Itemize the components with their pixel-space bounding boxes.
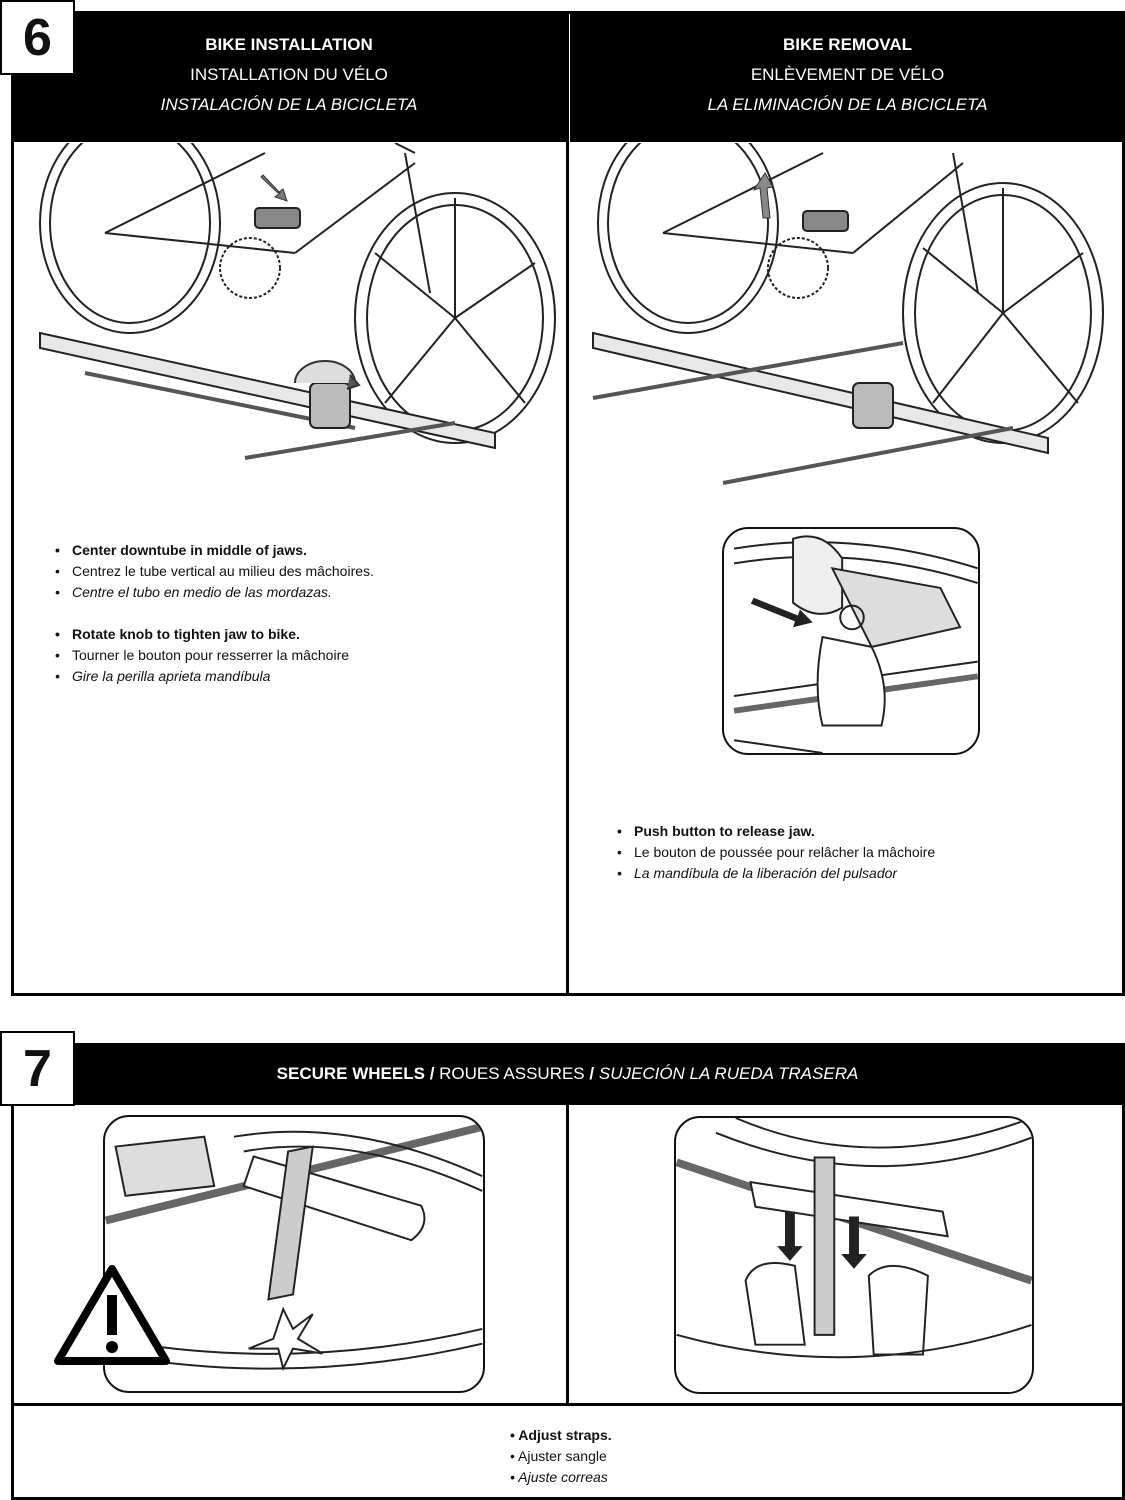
title-separator: / xyxy=(589,1064,595,1083)
release-arrow-icon xyxy=(750,597,813,628)
instruction-item: Rotate knob to tighten jaw to bike. xyxy=(55,624,545,645)
instruction-item: Center downtube in middle of jaws. xyxy=(55,540,545,561)
step7-horizontal-divider xyxy=(11,1403,1125,1406)
installation-title-fr: INSTALLATION DU VÉLO xyxy=(190,65,388,84)
instruction-item: Centrez le tube vertical au milieu des m… xyxy=(55,561,545,582)
step7-title-en: SECURE WHEELS xyxy=(276,1064,425,1083)
step6-header-left xyxy=(11,11,567,142)
step7-title-es: SUJECIÓN LA RUEDA TRASERA xyxy=(598,1064,859,1083)
installation-header: BIKE INSTALLATION INSTALLATION DU VÉLO I… xyxy=(11,30,567,120)
instruction-item: • Adjust straps. xyxy=(510,1427,612,1443)
down-arrow-icon xyxy=(777,1211,867,1269)
title-separator: / xyxy=(429,1064,435,1083)
installation-title-es: INSTALACIÓN DE LA BICICLETA xyxy=(160,95,418,114)
rotate-arrow-icon xyxy=(294,360,361,390)
instruction-item: Centre el tubo en medio de las mordazas. xyxy=(55,582,545,603)
step7-divider xyxy=(566,1105,569,1405)
instruction-item: • Ajuste correas xyxy=(510,1469,608,1485)
step6-divider xyxy=(566,11,569,996)
up-arrow-icon xyxy=(752,172,774,219)
warning-triangle-icon xyxy=(54,1265,170,1365)
step-number-6: 6 xyxy=(0,0,75,75)
bike-removal-illustration xyxy=(592,143,1104,485)
installation-instructions: Center downtube in middle of jaws. Centr… xyxy=(55,540,545,687)
instruction-item: Le bouton de poussée pour relâcher la mâ… xyxy=(617,842,1107,863)
removal-title-es: LA ELIMINACIÓN DE LA BICICLETA xyxy=(707,95,988,114)
removal-header: BIKE REMOVAL ENLÈVEMENT DE VÉLO LA ELIMI… xyxy=(570,30,1125,120)
removal-title-en: BIKE REMOVAL xyxy=(782,35,913,54)
instruction-item: Push button to release jaw. xyxy=(617,821,1107,842)
instruction-item: Gire la perilla aprieta mandíbula xyxy=(55,666,545,687)
instruction-item: • Ajuster sangle xyxy=(510,1448,607,1464)
instruction-item: Tourner le bouton pour resserrer la mâch… xyxy=(55,645,545,666)
push-button-detail-illustration xyxy=(722,527,980,755)
secure-wheels-instructions: • Adjust straps. • Ajuster sangle • Ajus… xyxy=(510,1425,612,1488)
removal-title-fr: ENLÈVEMENT DE VÉLO xyxy=(750,65,945,84)
installation-title-en: BIKE INSTALLATION xyxy=(205,35,373,54)
step7-title-fr: ROUES ASSURES xyxy=(439,1064,585,1083)
strap-warning-illustration xyxy=(103,1115,485,1393)
removal-instructions: Push button to release jaw. Le bouton de… xyxy=(617,821,1107,884)
step7-title: SECURE WHEELS / ROUES ASSURES / SUJECIÓN… xyxy=(75,1064,1060,1084)
down-arrow-icon xyxy=(260,174,288,202)
step6-header-right xyxy=(570,11,1125,142)
instruction-item: La mandíbula de la liberación del pulsad… xyxy=(617,863,1107,884)
step7-header xyxy=(11,1043,1125,1105)
bike-installation-illustration xyxy=(39,143,556,460)
step-number-7: 7 xyxy=(0,1031,75,1106)
adjust-straps-illustration xyxy=(674,1116,1034,1394)
